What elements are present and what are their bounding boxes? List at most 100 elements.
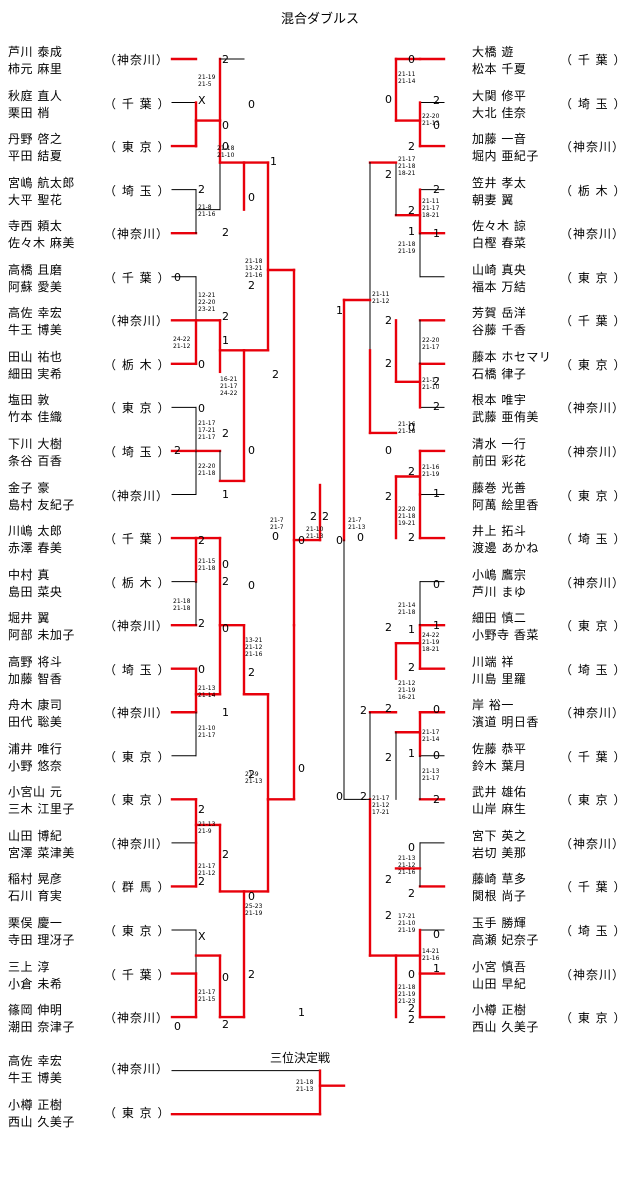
set-score-label: 21-9 xyxy=(198,828,212,835)
player-1-name: 岸 裕一 xyxy=(472,698,514,713)
game-points-label: 2 xyxy=(174,444,181,457)
prefecture-label: （ 埼 玉 ） xyxy=(560,532,627,547)
set-score-label: 21-18 xyxy=(173,598,191,605)
set-score-label: 21-5 xyxy=(198,81,212,88)
game-points-label: 2 xyxy=(408,531,415,544)
set-score-label: 21-13 xyxy=(245,778,263,785)
game-points-label: 2 xyxy=(222,226,229,239)
game-points-label: 2 xyxy=(198,617,205,630)
set-score-label: 21-16 xyxy=(198,211,216,218)
set-score-label: 21-14 xyxy=(398,78,416,85)
game-points-label: 2 xyxy=(222,427,229,440)
set-score-label: 22-20 xyxy=(422,113,440,120)
prefecture-label: （ 埼 玉 ） xyxy=(104,444,171,459)
set-score-label: 21-13 xyxy=(198,821,216,828)
prefecture-label: （ 栃 木 ） xyxy=(560,183,627,198)
player-2-name: 田代 聡美 xyxy=(8,715,63,730)
set-score-label: 21-16 xyxy=(245,272,263,279)
player-1-name: 稲村 晃彦 xyxy=(8,872,63,887)
prefecture-label: （ 東 京 ） xyxy=(104,1105,171,1120)
set-score-label: 21-17 xyxy=(422,729,440,736)
set-score-label: 21-17 xyxy=(220,383,238,390)
left-team-entry: 浦井 唯行小野 悠奈（ 東 京 ） xyxy=(8,740,178,778)
set-score-label: 21-18 xyxy=(398,513,416,520)
set-score-label: 21-18 xyxy=(198,470,216,477)
player-2-name: 潮田 奈津子 xyxy=(8,1020,75,1035)
set-score-label: 21-12 xyxy=(398,862,416,869)
game-points-label: 1 xyxy=(222,706,229,719)
left-team-entry: 田山 祐也細田 実希（ 栃 木 ） xyxy=(8,348,178,386)
player-1-name: 佐々木 諒 xyxy=(472,219,527,234)
left-team-entry: 堀井 翼阿部 未加子 （神奈川） xyxy=(8,609,178,647)
right-team-entry: 佐藤 恭平鈴木 葉月（ 千 葉 ） xyxy=(472,740,640,778)
player-1-name: 藤崎 草多 xyxy=(472,872,527,887)
player-1-name: 細田 慎二 xyxy=(472,611,527,626)
set-score-label: 21-17 xyxy=(422,775,440,782)
prefecture-label: （ 埼 玉 ） xyxy=(104,662,171,677)
player-2-name: 小野寺 香菜 xyxy=(472,628,539,643)
right-team-entry: 武井 雄佑山岸 麻生（ 東 京 ） xyxy=(472,783,640,821)
prefecture-label: （ 埼 玉 ） xyxy=(560,924,627,938)
game-points-label: 2 xyxy=(310,510,317,523)
prefecture-label: （神奈川） xyxy=(104,619,170,634)
player-2-name: 関根 尚子 xyxy=(472,889,527,904)
player-1-name: 舟木 康司 xyxy=(8,698,63,713)
set-score-label: 21-15 xyxy=(198,996,216,1003)
player-2-name: 福本 万結 xyxy=(472,279,527,294)
set-score-label: 21-18 xyxy=(245,258,263,265)
set-score-label: 21-11 xyxy=(372,291,390,298)
player-2-name: 鈴木 葉月 xyxy=(472,758,527,773)
prefecture-label: （ 千 葉 ） xyxy=(104,96,171,111)
player-1-name: 大関 修平 xyxy=(472,88,527,103)
player-2-name: 高瀬 妃奈子 xyxy=(472,933,539,947)
set-score-label: 21-13 xyxy=(422,768,440,775)
game-points-label: 0 xyxy=(298,762,305,775)
game-points-label: 0 xyxy=(248,444,255,457)
set-score-label: 21-11 xyxy=(422,198,440,205)
player-1-name: 浦井 唯行 xyxy=(8,741,63,756)
player-2-name: 小野 悠奈 xyxy=(8,758,63,773)
set-score-label: 21-8 xyxy=(198,204,212,211)
player-2-name: 芦川 まゆ xyxy=(472,584,527,599)
prefecture-label: （ 東 京 ） xyxy=(560,619,627,634)
prefecture-label: （ 千 葉 ） xyxy=(560,314,627,329)
set-score-label: 21-19 xyxy=(398,991,416,998)
game-points-label: 2 xyxy=(408,140,415,153)
player-1-name: 栗俣 慶一 xyxy=(8,916,63,930)
set-score-label: 21-17 xyxy=(422,344,440,351)
player-2-name: 島田 菜央 xyxy=(8,584,63,599)
set-score-label: 21-17 xyxy=(198,989,216,996)
right-team-entry: 芳賀 岳洋谷藤 千香（ 千 葉 ） xyxy=(472,304,640,342)
right-team-entry: 小樽 正樹西山 久美子（ 東 京 ） xyxy=(472,1001,640,1039)
left-team-entry: 丹野 啓之平田 結夏（ 東 京 ） xyxy=(8,130,178,168)
player-1-name: 塩田 敦 xyxy=(8,393,50,408)
player-2-name: 平田 結夏 xyxy=(8,149,63,164)
player-1-name: 高佐 幸宏 xyxy=(8,306,63,321)
game-points-label: 2 xyxy=(385,751,392,764)
player-2-name: 阿部 未加子 xyxy=(8,628,75,643)
prefecture-label: （神奈川） xyxy=(104,1011,170,1026)
game-points-label: 2 xyxy=(385,621,392,634)
player-2-name: 小倉 未希 xyxy=(8,976,63,991)
game-points-label: 2 xyxy=(360,790,367,803)
game-points-label: 2 xyxy=(248,968,255,981)
game-points-label: 0 xyxy=(433,749,440,762)
player-1-name: 堀井 翼 xyxy=(8,611,50,626)
player-1-name: 井上 拓斗 xyxy=(472,524,527,539)
game-points-label: 2 xyxy=(433,793,440,806)
set-score-label: 21-13 xyxy=(422,120,440,127)
player-1-name: 玉手 勝輝 xyxy=(472,916,527,930)
left-team-entry: 宮嶋 航太郎大平 聖花（ 埼 玉 ） xyxy=(8,174,178,212)
game-points-label: 0 xyxy=(222,622,229,635)
game-points-label: 2 xyxy=(248,666,255,679)
player-1-name: 小宮山 元 xyxy=(8,785,63,800)
set-score-label: 21-16 xyxy=(422,955,440,962)
left-team-entry: 山田 博紀宮澤 菜津美（神奈川） xyxy=(8,827,178,865)
game-points-label: 2 xyxy=(385,490,392,503)
set-score-label: 25-23 xyxy=(245,903,263,910)
set-score-label: 21-13 xyxy=(348,524,366,531)
prefecture-label: （ 群 馬 ） xyxy=(104,880,171,895)
left-team-entry: 篠岡 伸明潮田 奈津子（神奈川） xyxy=(8,1001,178,1039)
set-score-label: 24-22 xyxy=(220,390,238,397)
set-score-label: 12-21 xyxy=(198,292,216,299)
